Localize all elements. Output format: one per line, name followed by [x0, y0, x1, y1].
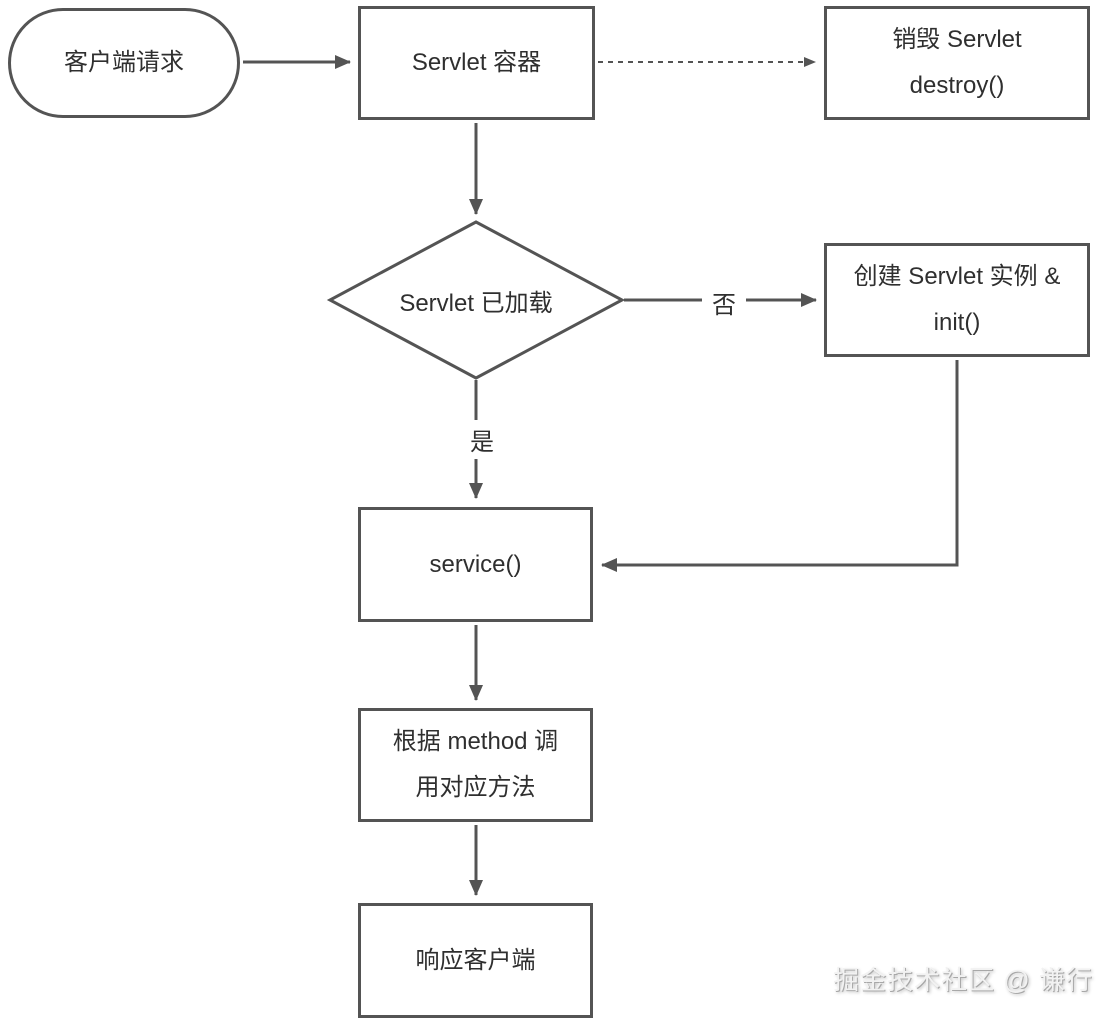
node-respond-client-label: 响应客户端	[415, 946, 536, 974]
node-loaded-decision-label: Servlet 已加载	[399, 289, 553, 317]
node-service-label: service()	[429, 550, 522, 578]
node-servlet-container: Servlet 容器	[358, 6, 595, 120]
decision-diamond-shape	[326, 220, 626, 380]
edge-label-yes: 是	[460, 420, 504, 459]
node-respond-client: 响应客户端	[358, 903, 593, 1018]
edge-init-to-service	[601, 360, 959, 572]
node-servlet-container-label: Servlet 容器	[411, 49, 542, 76]
node-destroy-servlet-line2: destroy()	[909, 72, 1005, 99]
node-create-init-line1: 创建 Servlet 实例 &	[853, 263, 1061, 290]
node-create-init-line2: init()	[933, 309, 981, 336]
node-dispatch-method-line1: 根据 method 调	[392, 728, 559, 755]
node-dispatch-method: 根据 method 调 用对应方法	[358, 708, 593, 822]
node-service: service()	[358, 507, 593, 622]
node-dispatch-method-line2: 用对应方法	[415, 774, 536, 801]
node-destroy-servlet: 销毁 Servlet destroy()	[824, 6, 1090, 120]
node-destroy-servlet-line1: 销毁 Servlet	[892, 26, 1022, 53]
node-create-init: 创建 Servlet 实例 & init()	[824, 243, 1090, 357]
watermark-text: 掘金技术社区 @ 谦行	[833, 965, 1093, 995]
edge-label-no: 否	[702, 283, 746, 322]
node-client-request-label: 客户端请求	[64, 49, 184, 76]
node-client-request: 客户端请求	[8, 8, 240, 118]
